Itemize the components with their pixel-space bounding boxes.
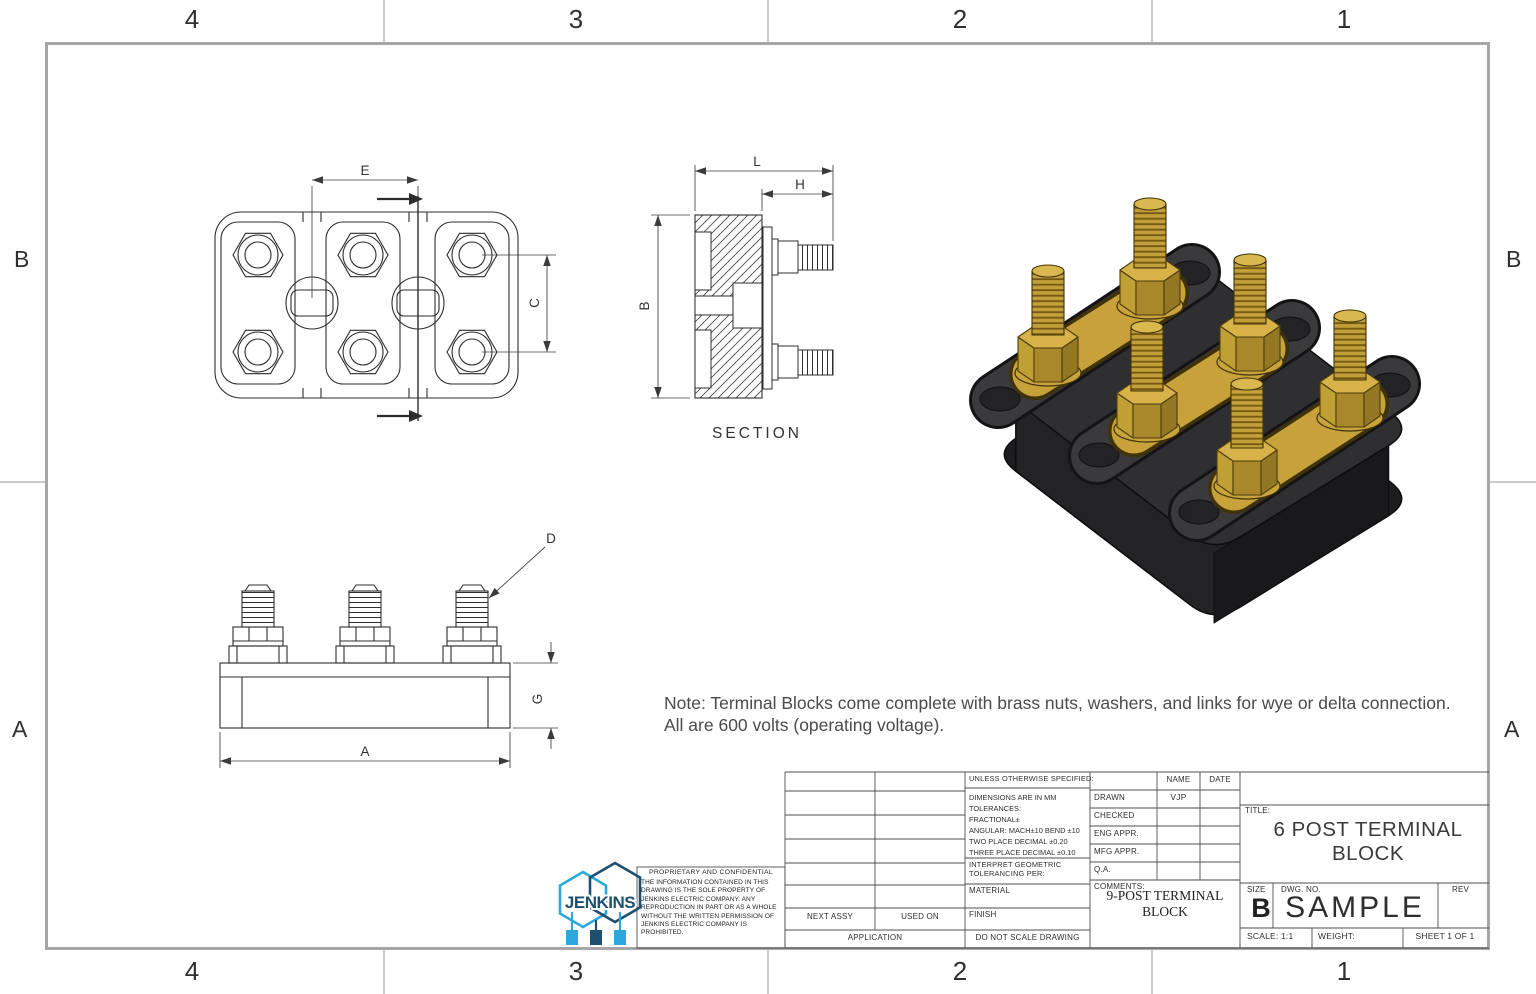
- zone-col-top-4: 4: [184, 4, 200, 34]
- dim-label-h: H: [795, 177, 805, 192]
- note-line-2: All are 600 volts (operating voltage).: [664, 715, 945, 735]
- logo-wordmark: JENKINS: [565, 893, 635, 912]
- zone-col-top-2: 2: [952, 4, 968, 34]
- dwg-no-value: SAMPLE: [1285, 891, 1425, 924]
- comments-text: 9-POST TERMINAL BLOCK: [1106, 888, 1224, 919]
- zone-col-bottom-1: 1: [1336, 956, 1352, 986]
- approval-row-eng-appr: ENG APPR.: [1094, 829, 1139, 838]
- scale-label: SCALE: 1:1: [1247, 931, 1294, 941]
- zone-row-left-a: A: [12, 716, 28, 742]
- zone-col-bottom-2: 2: [952, 956, 968, 986]
- iso-lane-1: [1009, 197, 1189, 400]
- proprietary-heading: PROPRIETARY AND CONFIDENTIAL: [649, 869, 773, 876]
- section-cut-line: [377, 193, 423, 422]
- top-view: E C: [214, 163, 556, 422]
- unless-otherwise-specified: UNLESS OTHERWISE SPECIFIED:: [969, 774, 1094, 783]
- tolerance-line: FRACTIONAL±: [969, 815, 1020, 824]
- drawing-note: Note: Terminal Blocks come complete with…: [664, 692, 1509, 736]
- weight-label: WEIGHT:: [1318, 931, 1355, 941]
- top-view-nuts: [232, 232, 498, 375]
- drawn-by-name: VJP: [1170, 792, 1187, 802]
- drawing-title: 6 POST TERMINAL BLOCK: [1252, 818, 1484, 866]
- front-view: D G A: [219, 531, 558, 768]
- front-view-studs: [228, 584, 502, 664]
- logo-hexagon-dark: [588, 861, 642, 924]
- finish-label: FINISH: [969, 910, 997, 919]
- note-line-1: Note: Terminal Blocks come complete with…: [664, 693, 1451, 713]
- dim-label-g: G: [530, 694, 545, 705]
- logo-hexagon-light: [558, 870, 608, 929]
- next-assy-label: NEXT ASSY: [806, 912, 854, 921]
- interpret-geometric: INTERPRET GEOMETRIC: [969, 860, 1062, 869]
- iso-render: [969, 197, 1421, 624]
- dim-label-e: E: [360, 163, 369, 178]
- approval-row-drawn: DRAWN: [1094, 793, 1125, 802]
- tolerance-line: TWO PLACE DECIMAL ±0.20: [969, 837, 1068, 846]
- tolerance-line: ANGULAR: MACH±10 BEND ±10: [969, 826, 1080, 835]
- material-label: MATERIAL: [969, 886, 1011, 895]
- tolerance-line: TOLERANCES:: [969, 804, 1022, 813]
- dim-label-a: A: [360, 744, 369, 759]
- tolerance-notes: DIMENSIONS ARE IN MM TOLERANCES: FRACTIO…: [969, 792, 1080, 858]
- size-value: B: [1251, 893, 1271, 923]
- logo-plugs: [566, 912, 626, 945]
- title-block-grid: [636, 771, 1489, 949]
- zone-col-bottom-3: 3: [568, 956, 584, 986]
- tolerancing-per: TOLERANCING PER:: [969, 869, 1045, 878]
- zone-col-top-1: 1: [1336, 4, 1352, 34]
- tolerance-line: THREE PLACE DECIMAL ±0.10: [969, 848, 1076, 857]
- drawing-title-line-2: BLOCK: [1332, 842, 1404, 865]
- iso-lane-3: [1208, 309, 1389, 514]
- jenkins-logo: JENKINS: [558, 861, 642, 945]
- date-header: DATE: [1209, 775, 1231, 784]
- section-view: L H B SECTION: [637, 154, 834, 442]
- zone-row-left-b: B: [14, 246, 30, 272]
- section-view-label: SECTION: [712, 425, 802, 442]
- zone-col-top-3: 3: [568, 4, 584, 34]
- dim-label-d: D: [546, 531, 556, 546]
- application-label: APPLICATION: [847, 933, 903, 942]
- dim-label-c: C: [527, 298, 542, 308]
- zone-col-bottom-4: 4: [184, 956, 200, 986]
- approval-row-mfg-appr: MFG APPR.: [1094, 847, 1140, 856]
- dim-label-b: B: [637, 301, 652, 310]
- iso-lane-2: [1108, 253, 1289, 457]
- sheet-label: SHEET 1 OF 1: [1415, 931, 1475, 941]
- rev-label: REV: [1452, 885, 1470, 894]
- zone-row-right-a: A: [1504, 716, 1520, 742]
- dwg-no-label: DWG. NO.: [1281, 885, 1321, 894]
- approval-row-qa: Q.A.: [1094, 865, 1111, 874]
- name-header: NAME: [1166, 775, 1191, 784]
- size-label: SIZE: [1247, 885, 1266, 894]
- zone-row-right-b: B: [1506, 246, 1522, 272]
- tolerance-line: DIMENSIONS ARE IN MM: [969, 793, 1057, 802]
- dim-label-l: L: [753, 154, 761, 169]
- used-on-label: USED ON: [901, 912, 939, 921]
- proprietary-body: THE INFORMATION CONTAINED IN THIS DRAWIN…: [641, 879, 777, 937]
- title-label: TITLE:: [1245, 806, 1271, 815]
- approval-row-checked: CHECKED: [1094, 811, 1135, 820]
- drawing-title-line-1: 6 POST TERMINAL: [1273, 818, 1463, 841]
- comments-label: COMMENTS:: [1094, 882, 1145, 891]
- do-not-scale-label: DO NOT SCALE DRAWING: [975, 933, 1080, 942]
